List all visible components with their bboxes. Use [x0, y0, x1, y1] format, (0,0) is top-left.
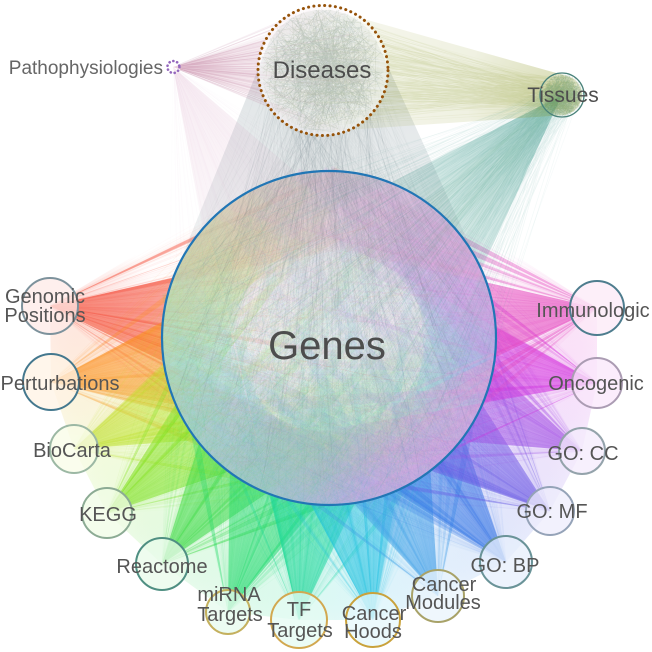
- svg-text:Cancer: Cancer: [342, 603, 407, 625]
- svg-text:TF: TF: [287, 599, 311, 621]
- svg-text:Genomic: Genomic: [5, 286, 85, 308]
- svg-text:Cancer: Cancer: [412, 574, 477, 596]
- svg-text:Reactome: Reactome: [116, 556, 207, 578]
- svg-text:GO: CC: GO: CC: [547, 443, 618, 465]
- svg-text:miRNA: miRNA: [197, 584, 261, 606]
- svg-text:Modules: Modules: [405, 592, 481, 614]
- svg-text:Genes: Genes: [268, 324, 386, 368]
- svg-text:Immunologic: Immunologic: [536, 300, 649, 322]
- svg-text:Perturbations: Perturbations: [1, 373, 120, 395]
- svg-text:Targets: Targets: [197, 604, 263, 626]
- svg-text:Positions: Positions: [4, 305, 85, 327]
- svg-text:GO: BP: GO: BP: [471, 555, 540, 577]
- svg-text:GO: MF: GO: MF: [516, 501, 587, 523]
- svg-text:KEGG: KEGG: [79, 504, 137, 526]
- svg-text:Diseases: Diseases: [273, 57, 372, 84]
- svg-text:Targets: Targets: [267, 620, 333, 642]
- svg-text:Pathophysiologies: Pathophysiologies: [9, 58, 163, 79]
- svg-text:BioCarta: BioCarta: [33, 440, 112, 462]
- svg-text:Tissues: Tissues: [527, 84, 599, 107]
- svg-text:Hoods: Hoods: [344, 621, 402, 643]
- svg-text:Oncogenic: Oncogenic: [548, 373, 644, 395]
